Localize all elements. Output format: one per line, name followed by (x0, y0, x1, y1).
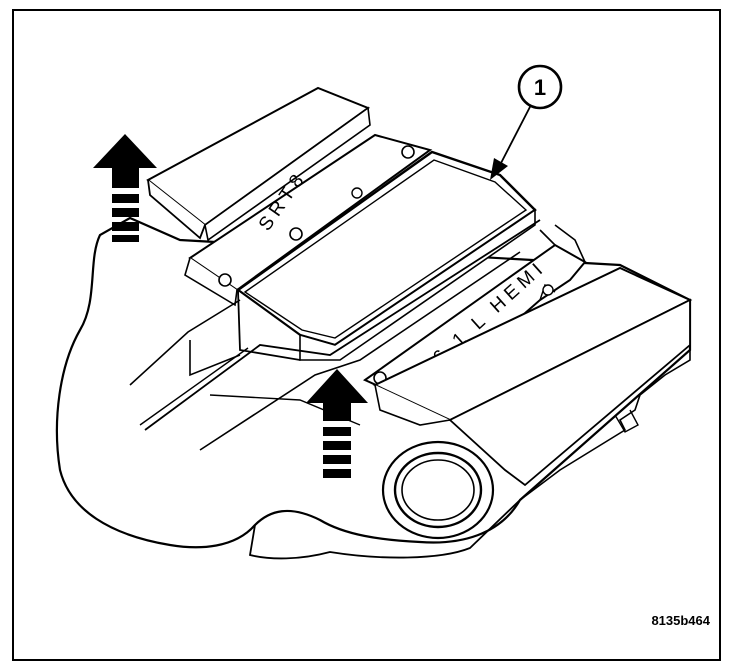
valley-line (144, 219, 541, 431)
arrow-dash (323, 469, 351, 478)
cover-flange (248, 499, 521, 560)
callout-number: 1 (534, 75, 546, 100)
arrow-shaft (112, 168, 139, 188)
arrow-shaft (323, 403, 351, 421)
right-panel-bolt (542, 284, 554, 296)
center-bar-front (299, 208, 536, 361)
arrow-head (93, 134, 157, 168)
cover-right-rail (519, 340, 691, 501)
left-lift-arrow (93, 134, 157, 242)
callout-circle (517, 64, 563, 110)
right-fin-side (374, 384, 451, 426)
arrow-dash (112, 194, 139, 203)
arrow-dash (323, 441, 351, 450)
valley-line (129, 299, 241, 386)
oil-fill-boss-inner (401, 459, 475, 521)
arrow-dash (112, 222, 139, 231)
arrow-dash (112, 235, 139, 242)
left-panel-bolt (401, 145, 415, 159)
callout-leader-line (499, 102, 533, 166)
arrow-dash (323, 427, 351, 436)
valley-line (199, 251, 521, 451)
valley-line (139, 347, 249, 426)
callout-arrowhead (490, 158, 508, 180)
left-text-panel-edge (184, 257, 238, 307)
left-panel-bolt (289, 227, 303, 241)
left-panel-bolt (351, 187, 363, 199)
cover-right-notch (614, 409, 639, 433)
arrow-head (306, 369, 368, 403)
figure-code: 8135b464 (651, 613, 710, 628)
left-fin-side (147, 179, 206, 240)
right-text-panel-edge (539, 224, 586, 263)
left-fin-front (204, 106, 371, 242)
right-fin-front (448, 298, 691, 487)
center-lift-arrow (306, 369, 368, 478)
left-panel-bolt (218, 273, 232, 287)
valley-line (189, 340, 241, 377)
center-bar-inner (243, 159, 528, 339)
arrow-dash (323, 455, 351, 464)
arrow-dash (112, 208, 139, 217)
